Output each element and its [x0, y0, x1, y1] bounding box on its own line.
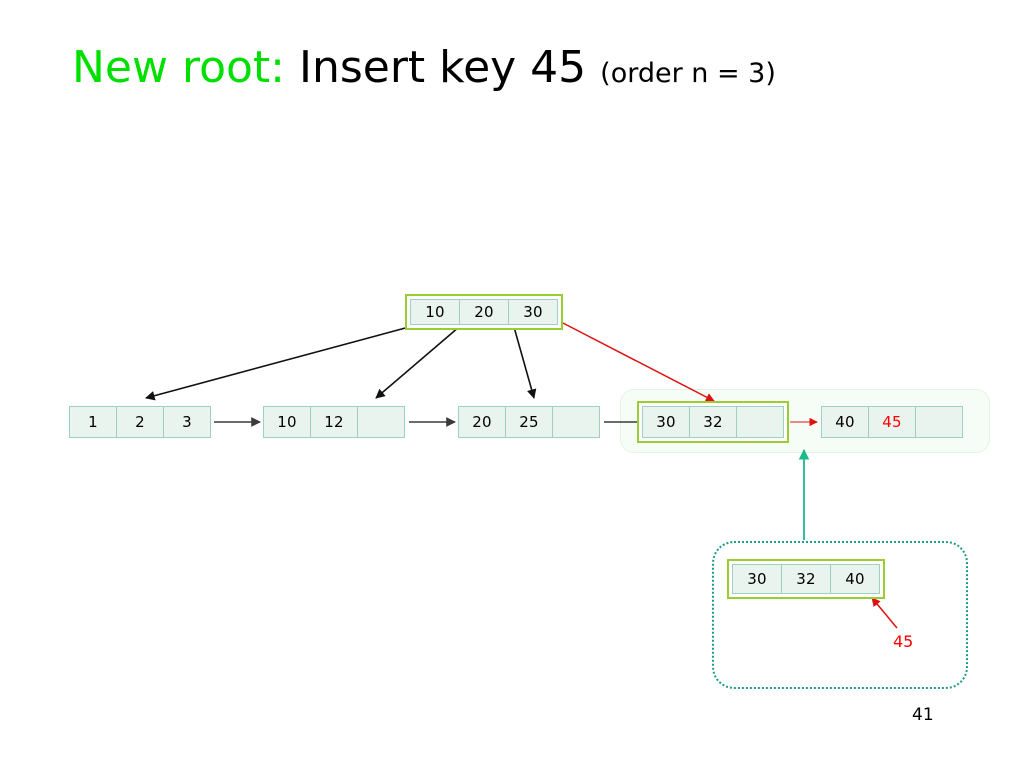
leaf-2-cell-2[interactable]	[357, 406, 405, 438]
leaf-5-cell-1[interactable]: 45	[868, 406, 916, 438]
leaf-1-cell-0[interactable]: 1	[69, 406, 117, 438]
edge-root-to-leaf-2	[375, 326, 460, 399]
leaf-3-cell-2[interactable]	[552, 406, 600, 438]
edge-root-to-leaf-3	[513, 326, 537, 399]
leaf-3-cell-0[interactable]: 20	[458, 406, 506, 438]
leaf-1-cell-1[interactable]: 2	[116, 406, 164, 438]
page-title: New root: Insert key 45 (order n = 3)	[72, 46, 776, 90]
callout-annotation-label: 45	[893, 632, 914, 651]
title-accent-text: New root:	[72, 42, 285, 93]
leaf-2-cell-0[interactable]: 10	[263, 406, 311, 438]
callout-cell-0[interactable]: 30	[732, 564, 782, 594]
leaf-4-cell-2[interactable]	[736, 406, 784, 438]
leaf-node-2[interactable]: 10 12	[263, 406, 405, 438]
title-main-text: Insert key 45	[285, 42, 601, 93]
leaf-node-5[interactable]: 40 45	[821, 406, 963, 438]
leaf-5-cell-2[interactable]	[915, 406, 963, 438]
root-cell-2[interactable]: 30	[508, 299, 558, 325]
callout-node[interactable]: 30 32 40	[727, 559, 885, 599]
leaf-node-4[interactable]: 30 32	[637, 401, 789, 443]
callout-cell-1[interactable]: 32	[781, 564, 831, 594]
callout-cell-2[interactable]: 40	[830, 564, 880, 594]
leaf-node-1[interactable]: 1 2 3	[69, 406, 211, 438]
title-order-note: (order n = 3)	[600, 58, 776, 89]
root-node[interactable]: 10 20 30	[405, 294, 563, 330]
leaf-4-cell-0[interactable]: 30	[642, 406, 690, 438]
leaf-node-3[interactable]: 20 25	[458, 406, 600, 438]
leaf-2-cell-1[interactable]: 12	[310, 406, 358, 438]
leaf-3-cell-1[interactable]: 25	[505, 406, 553, 438]
page-number: 41	[912, 705, 934, 725]
edge-root-to-leaf-1	[145, 326, 410, 401]
leaf-4-cell-1[interactable]: 32	[689, 406, 737, 438]
root-cell-0[interactable]: 10	[410, 299, 460, 325]
leaf-1-cell-2[interactable]: 3	[163, 406, 211, 438]
leaf-5-cell-0[interactable]: 40	[821, 406, 869, 438]
root-cell-1[interactable]: 20	[459, 299, 509, 325]
